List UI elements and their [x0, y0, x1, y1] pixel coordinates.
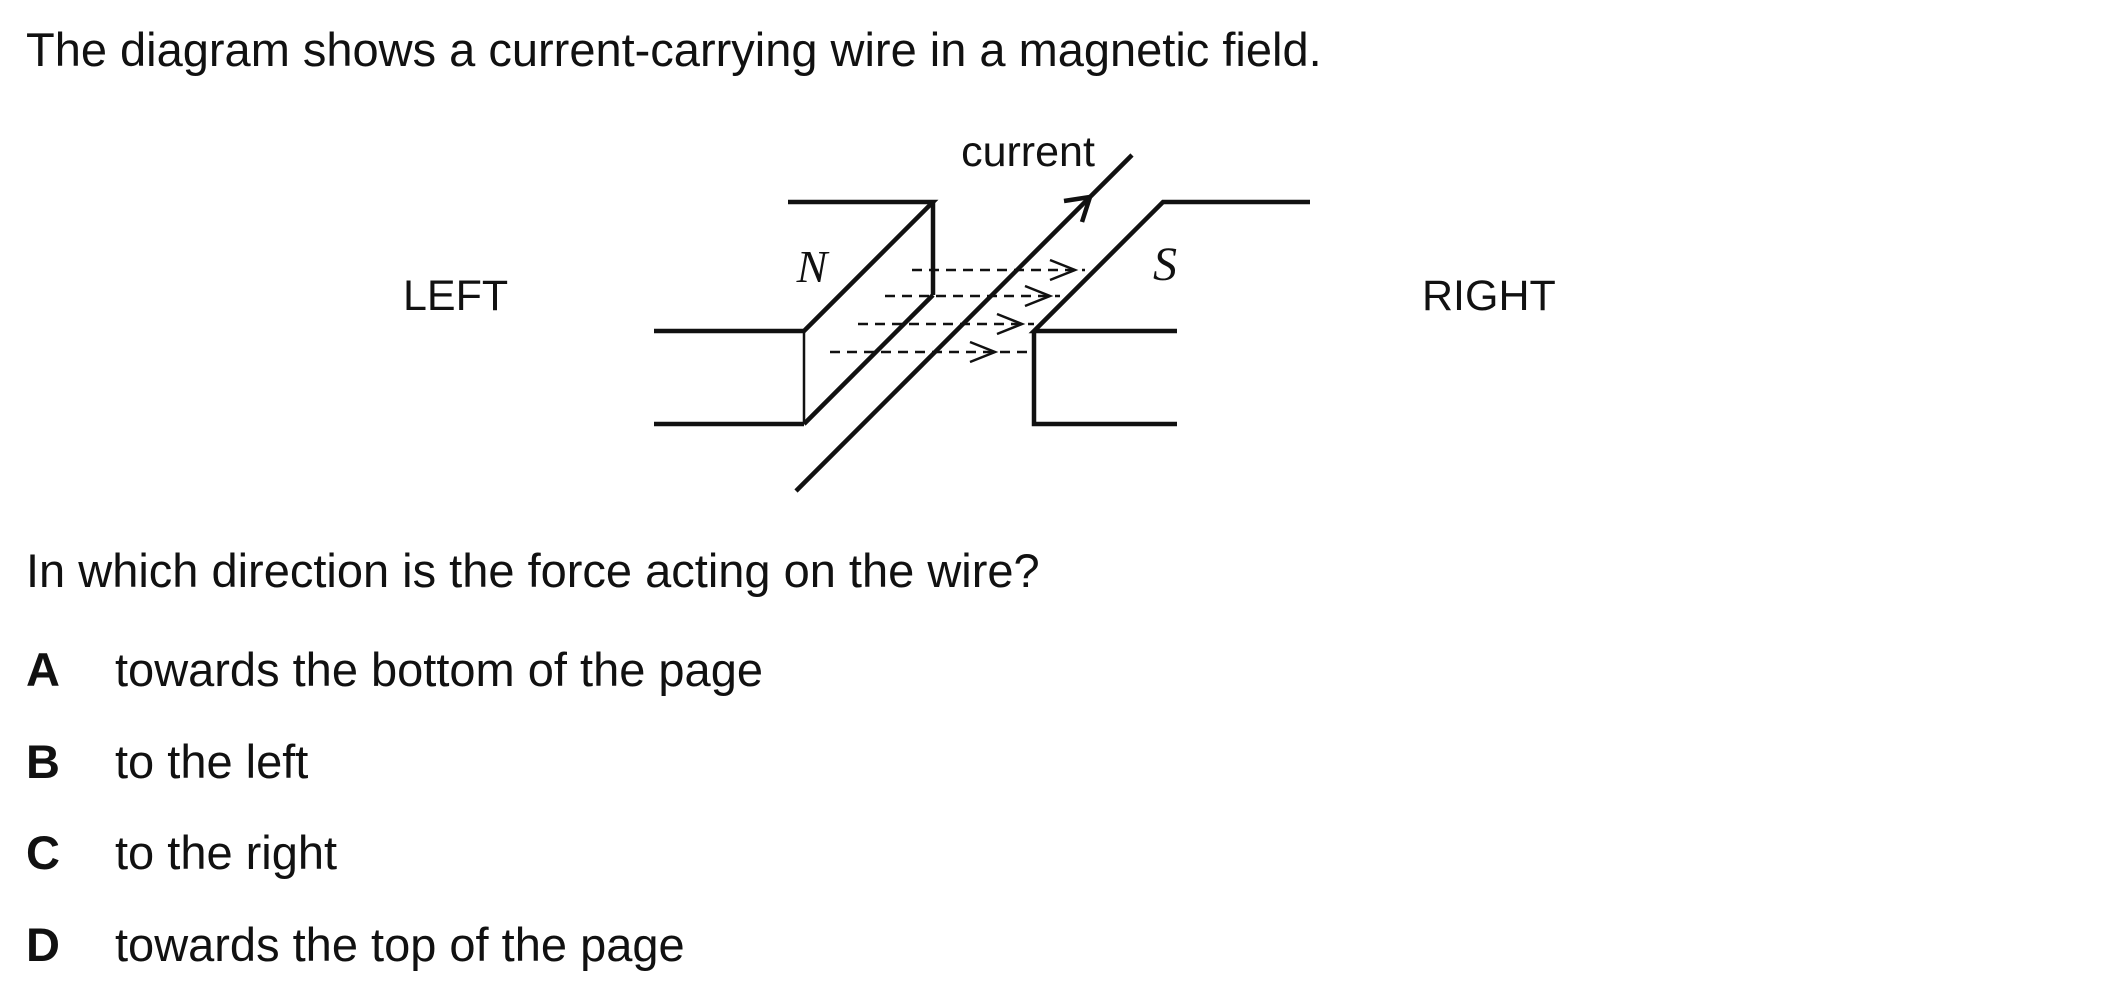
option-letter: B	[26, 734, 60, 788]
option-letter: A	[26, 643, 60, 696]
south-magnet	[1028, 199, 1310, 427]
field-arrowhead	[996, 312, 1026, 336]
option-letter: D	[26, 917, 60, 971]
field-arrowhead	[1049, 258, 1079, 282]
north-pole-label: N	[796, 241, 830, 292]
question-text: In which direction is the force acting o…	[26, 544, 1040, 597]
field-lines	[830, 258, 1085, 364]
field-arrowhead	[1024, 284, 1054, 308]
intro-text: The diagram shows a current-carrying wir…	[26, 23, 1322, 76]
south-magnet-outline	[1028, 199, 1310, 334]
north-magnet-outline	[654, 199, 939, 334]
north-magnet-diagonal-edge	[802, 293, 935, 426]
option-text: towards the top of the page	[115, 917, 685, 971]
north-magnet	[654, 199, 939, 427]
left-label: LEFT	[403, 272, 508, 320]
option-text: to the left	[115, 734, 309, 788]
wire	[794, 153, 1134, 493]
wire-line	[794, 153, 1134, 493]
south-pole-label: S	[1153, 238, 1177, 291]
current-label: current	[961, 128, 1095, 176]
right-label: RIGHT	[1422, 272, 1556, 320]
field-arrowhead	[969, 340, 999, 364]
option-text: towards the bottom of the page	[115, 643, 763, 696]
option-text: to the right	[115, 826, 338, 879]
current-arrowhead-icon	[1063, 194, 1093, 223]
option-letter: C	[26, 826, 60, 879]
south-magnet-lower	[1031, 331, 1177, 427]
